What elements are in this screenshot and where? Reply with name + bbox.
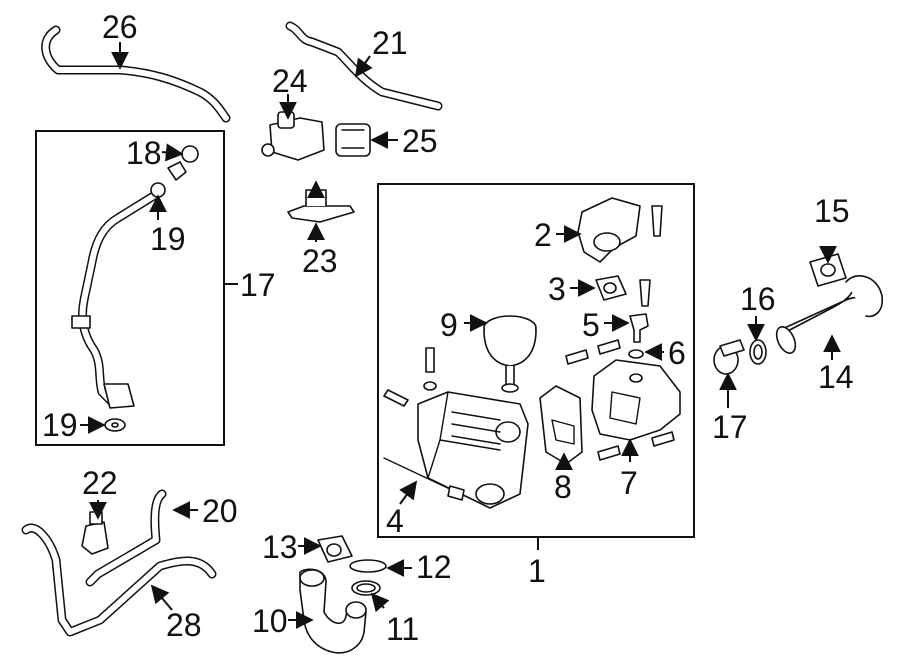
part-24-bracket[interactable] bbox=[287, 189, 355, 223]
part-22-line[interactable] bbox=[285, 21, 443, 111]
part-1-egr-cooler[interactable] bbox=[417, 391, 529, 509]
callout-17: 17 bbox=[712, 409, 748, 445]
callout-21: 20 bbox=[202, 493, 238, 529]
part-7-bracket[interactable] bbox=[591, 359, 681, 441]
callout-7: 7 bbox=[620, 465, 638, 501]
callout-27: 26 bbox=[102, 9, 138, 45]
part-14-pipe[interactable] bbox=[773, 275, 884, 356]
callout-6: 6 bbox=[668, 335, 686, 371]
callout-20: 19 bbox=[42, 407, 78, 443]
part-28-hose[interactable] bbox=[21, 523, 217, 637]
callout-22: 21 bbox=[372, 25, 408, 61]
part-10-pipe[interactable] bbox=[299, 568, 367, 654]
part-17-clamp[interactable] bbox=[713, 339, 745, 375]
callout-2: 2 bbox=[534, 217, 552, 253]
part-9-actuator[interactable] bbox=[483, 315, 537, 393]
callout-25: 24 bbox=[272, 63, 308, 99]
part-4-temp-sensor[interactable] bbox=[383, 457, 465, 501]
callout-5: 5 bbox=[582, 307, 600, 343]
callout-8: 8 bbox=[554, 469, 572, 505]
callout-28: 28 bbox=[166, 607, 202, 643]
callout-23: 22 bbox=[82, 465, 118, 501]
part-27-hose[interactable] bbox=[41, 25, 231, 123]
callout-19-lower: 19 bbox=[150, 221, 186, 257]
callout-1: 1 bbox=[528, 553, 546, 589]
callout-10: 10 bbox=[252, 603, 288, 639]
part-12-clamp[interactable] bbox=[349, 559, 387, 573]
part-19-clamp-lower[interactable] bbox=[150, 182, 166, 198]
callout-3: 3 bbox=[548, 271, 566, 307]
callout-13: 13 bbox=[262, 529, 298, 565]
hose-assembly-frame bbox=[35, 130, 225, 446]
part-26-connector[interactable] bbox=[335, 123, 371, 157]
part-18-hose[interactable] bbox=[71, 187, 165, 409]
part-11-seal[interactable] bbox=[351, 580, 381, 596]
part-13-gasket[interactable] bbox=[317, 535, 353, 563]
part-21-hose[interactable] bbox=[85, 489, 167, 587]
part-19-clamp-upper[interactable] bbox=[167, 145, 199, 181]
callout-26: 25 bbox=[402, 123, 438, 159]
leader-lines bbox=[80, 42, 841, 629]
callout-15: 15 bbox=[814, 193, 850, 229]
egr-cooler-assembly-frame bbox=[377, 183, 695, 538]
part-23-valve[interactable] bbox=[81, 511, 109, 555]
part-6-washer[interactable] bbox=[628, 349, 644, 359]
callout-16: 16 bbox=[740, 281, 776, 317]
part-25-valve[interactable] bbox=[261, 111, 325, 161]
part-8-heat-shield[interactable] bbox=[539, 385, 583, 465]
part-2-egr-valve[interactable] bbox=[577, 197, 663, 263]
callout-11: 11 bbox=[386, 611, 419, 647]
callout-18: 17 bbox=[240, 267, 276, 303]
callout-4: 4 bbox=[386, 503, 404, 539]
part-20-washer[interactable] bbox=[104, 418, 126, 432]
callout-19-upper: 18 bbox=[126, 135, 162, 171]
part-3-gasket[interactable] bbox=[595, 275, 651, 307]
bolts bbox=[383, 339, 675, 461]
part-16-gasket-ring[interactable] bbox=[749, 339, 767, 365]
callout-9: 9 bbox=[440, 307, 458, 343]
callout-12: 12 bbox=[416, 549, 452, 585]
part-5-sensor[interactable] bbox=[629, 313, 649, 343]
callout-24: 23 bbox=[302, 243, 338, 279]
callout-14: 14 bbox=[818, 359, 854, 395]
